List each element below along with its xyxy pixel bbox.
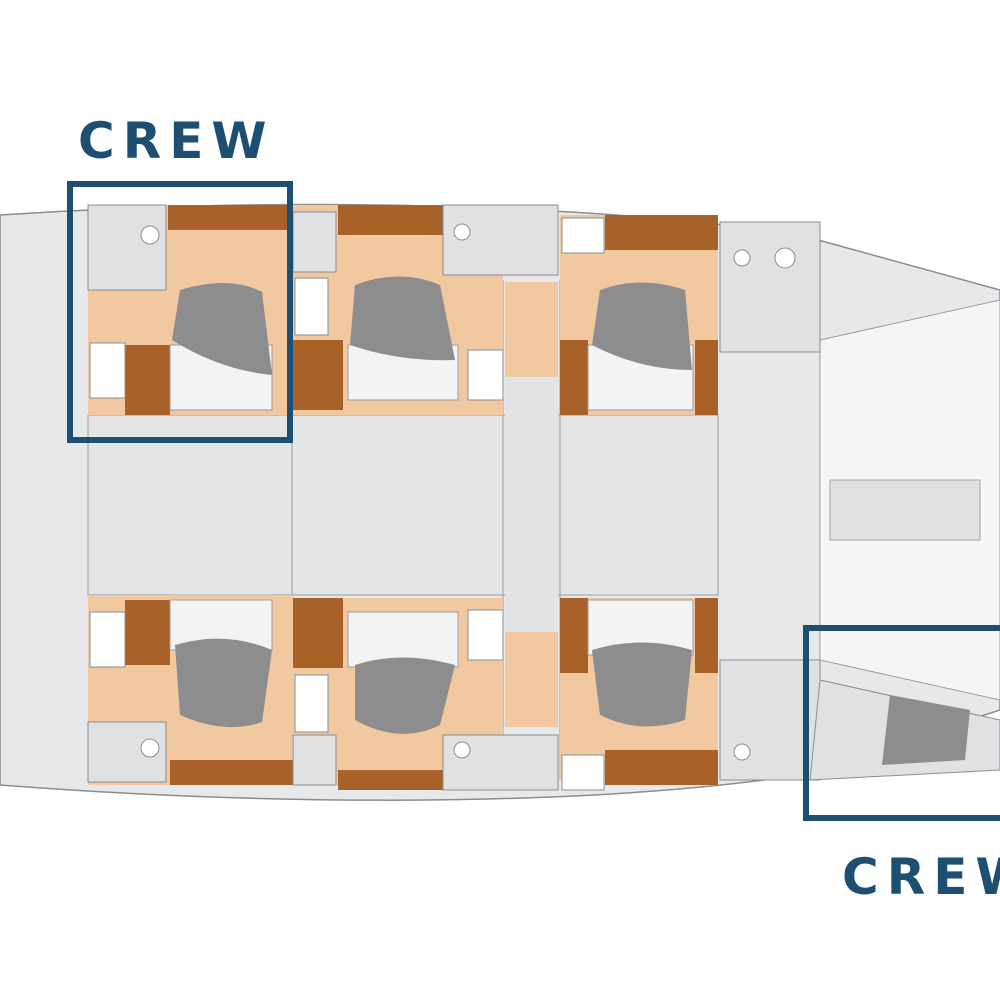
aft-deck-strip xyxy=(829,479,981,541)
crew-label-top: CREW xyxy=(78,112,275,170)
cabin-bottom-middle xyxy=(292,598,559,791)
cabin-bottom-forward xyxy=(560,598,718,791)
cabin-top-forward xyxy=(560,215,718,415)
crew-compartment-bow xyxy=(809,679,1000,781)
corridor-bottom xyxy=(505,632,558,727)
crew-cabin-top xyxy=(87,204,293,415)
saloon-area xyxy=(87,414,719,596)
cabin-top-middle xyxy=(292,204,559,415)
crew-frame-top xyxy=(67,181,293,443)
cabin-bottom-aft xyxy=(87,595,293,785)
crew-label-bottom: CREW xyxy=(842,848,1000,906)
corridor-center xyxy=(505,377,558,632)
bathroom-top-forward xyxy=(719,221,821,353)
corridor-top xyxy=(505,282,558,377)
crew-frame-bottom xyxy=(803,625,1000,821)
